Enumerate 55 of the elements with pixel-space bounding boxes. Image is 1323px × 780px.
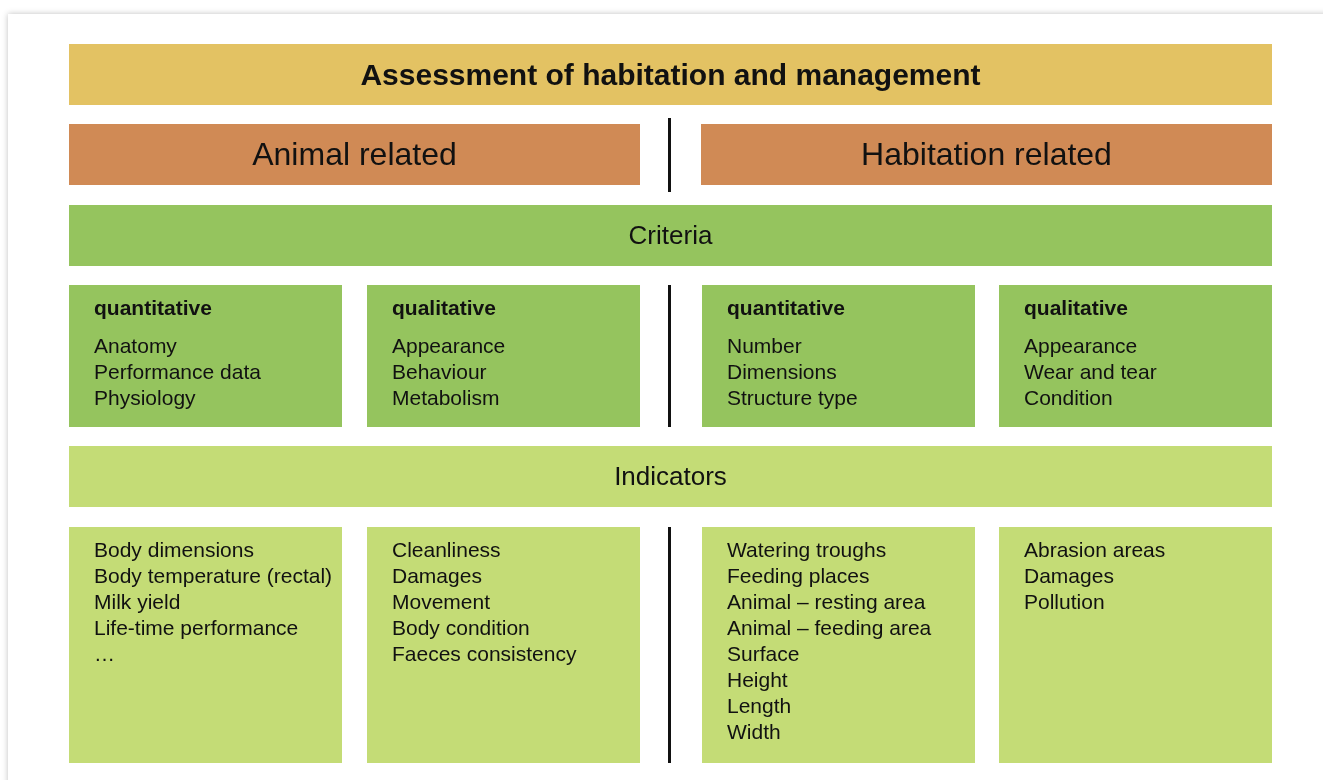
criteria-card <box>367 285 640 427</box>
criterion-item: Condition <box>1024 385 1114 411</box>
indicator-item: Animal – feeding area <box>727 615 933 641</box>
title-banner <box>69 44 1272 105</box>
indicator-card <box>367 527 640 763</box>
section-heading: Indicators <box>614 461 727 492</box>
criterion-item: Behaviour <box>392 359 488 385</box>
criteria-heading: quantitative <box>94 295 213 321</box>
section-banner <box>69 205 1272 266</box>
criterion-item: Wear and tear <box>1024 359 1158 385</box>
indicator-item: Watering troughs <box>727 537 888 563</box>
section-banner <box>69 446 1272 507</box>
criteria-heading: quantitative <box>727 295 846 321</box>
indicator-item: Body dimensions <box>94 537 255 563</box>
category-banner <box>69 124 640 185</box>
indicator-item: Milk yield <box>94 589 182 615</box>
criterion-item: Appearance <box>392 333 507 359</box>
indicator-item: Body condition <box>392 615 531 641</box>
category-heading: Habitation related <box>861 136 1112 173</box>
indicator-item: Faeces consistency <box>392 641 578 667</box>
indicator-item: Animal – resting area <box>727 589 927 615</box>
indicator-item: Length <box>727 693 793 719</box>
indicator-item: Surface <box>727 641 801 667</box>
criterion-item: Metabolism <box>392 385 501 411</box>
criteria-heading: qualitative <box>392 295 497 321</box>
criterion-item: Physiology <box>94 385 197 411</box>
criteria-card <box>69 285 342 427</box>
indicator-item: Height <box>727 667 789 693</box>
criterion-item: Dimensions <box>727 359 838 385</box>
criteria-card <box>999 285 1272 427</box>
category-banner <box>701 124 1272 185</box>
criterion-item: Anatomy <box>94 333 178 359</box>
indicator-item: Cleanliness <box>392 537 502 563</box>
criterion-item: Structure type <box>727 385 859 411</box>
indicator-item: … <box>94 641 116 667</box>
indicator-item: Abrasion areas <box>1024 537 1167 563</box>
indicator-item: Movement <box>392 589 492 615</box>
indicator-card <box>69 527 342 763</box>
indicator-item: Damages <box>1024 563 1115 589</box>
criteria-heading: qualitative <box>1024 295 1129 321</box>
title-text: Assessment of habitation and management <box>360 57 981 92</box>
indicator-item: Feeding places <box>727 563 871 589</box>
criterion-item: Performance data <box>94 359 262 385</box>
category-heading: Animal related <box>252 136 457 173</box>
indicator-item: Life-time performance <box>94 615 300 641</box>
indicator-item: Body temperature (rectal) <box>94 563 334 589</box>
indicator-card <box>999 527 1272 763</box>
criteria-card <box>702 285 975 427</box>
indicator-card <box>702 527 975 763</box>
criterion-item: Number <box>727 333 803 359</box>
indicator-item: Pollution <box>1024 589 1106 615</box>
indicator-item: Damages <box>392 563 483 589</box>
indicator-item: Width <box>727 719 782 745</box>
criterion-item: Appearance <box>1024 333 1139 359</box>
section-heading: Criteria <box>628 220 713 251</box>
